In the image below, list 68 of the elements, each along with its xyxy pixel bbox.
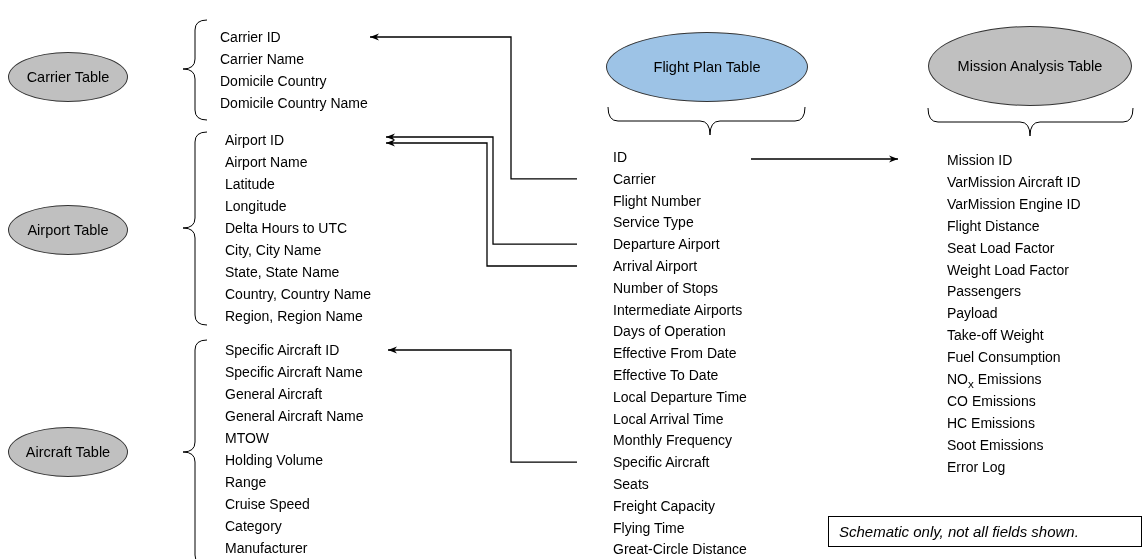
field-name: Specific Aircraft ID [225, 341, 388, 359]
field-name: Departure Airport [577, 235, 720, 254]
arrow [385, 133, 578, 245]
field-name: City, City Name [225, 241, 322, 259]
field-name: Local Departure Time [613, 387, 747, 406]
field-name: Delta Hours to UTC [225, 219, 348, 237]
field-name: Carrier [577, 169, 656, 188]
field-name: Fuel Consumption [947, 348, 1061, 367]
field-name: Flying Time [613, 518, 685, 537]
field-name: CO Emissions [947, 391, 1036, 410]
table-ellipse: Mission Analysis Table [928, 26, 1132, 106]
field-name: VarMission Aircraft ID [947, 172, 1081, 191]
field-name: Local Arrival Time [613, 409, 724, 428]
field-name: General Aircraft Name [225, 407, 364, 425]
field-name: Region, Region Name [225, 307, 363, 325]
field-name: Effective From Date [613, 344, 737, 363]
field-name: Flight Distance [947, 216, 1040, 235]
field-name: Arrival Airport [577, 257, 698, 275]
field-name: Specific Aircraft Name [225, 363, 363, 381]
arrow [385, 139, 578, 267]
field-name: Carrier Name [220, 50, 304, 68]
field-name: Longitude [225, 197, 287, 215]
field-name: Take-off Weight [947, 326, 1044, 345]
arrow [750, 155, 899, 163]
field-name: Domicile Country Name [220, 94, 368, 112]
field-name: Latitude [225, 175, 275, 193]
field-name: Monthly Frequency [613, 431, 733, 450]
field-name: Airport Name [225, 153, 308, 171]
field-name: General Aircraft [225, 385, 323, 403]
field-name: Holding Volume [225, 451, 324, 469]
table-ellipse: Carrier Table [8, 52, 128, 102]
field-name: State, State Name [225, 263, 340, 281]
field-name: Weight Load Factor [947, 260, 1069, 279]
field-name: Intermediate Airports [613, 300, 743, 319]
field-name: Soot Emissions [947, 435, 1044, 454]
field-name: Range [225, 473, 267, 491]
field-name: Domicile Country [220, 72, 327, 90]
field-name: MTOW [225, 429, 270, 447]
field-name: NO$_{x}$ Emissions [947, 370, 1042, 388]
field-name: Specific Aircraft [577, 453, 710, 472]
field-name: Number of Stops [613, 278, 719, 297]
field-name: Carrier ID [220, 28, 370, 46]
arrow [387, 346, 578, 463]
table-ellipse: Flight Plan Table [606, 32, 808, 102]
field-name: ID [613, 148, 627, 166]
note-box: Schematic only, not all fields shown. [828, 516, 1142, 547]
table-ellipse: Aircraft Table [8, 427, 128, 477]
field-name: Days of Operation [613, 322, 726, 341]
field-name: Mission ID [898, 151, 1013, 169]
field-name: Country, Country Name [225, 285, 371, 303]
field-name: Payload [947, 304, 998, 323]
field-name: Service Type [613, 213, 694, 232]
field-name: Cruise Speed [225, 495, 310, 513]
field-name: Manufacturer [225, 539, 308, 557]
table-ellipse: Airport Table [8, 205, 128, 255]
field-name: Category [225, 517, 282, 535]
field-name: Seat Load Factor [947, 238, 1055, 257]
field-name: Great-Circle Distance [613, 540, 747, 559]
field-name: HC Emissions [947, 413, 1035, 432]
field-name: Freight Capacity [613, 496, 715, 515]
field-name: Airport ID [225, 131, 386, 149]
field-name: Seats [613, 475, 649, 493]
field-name: Error Log [947, 457, 1006, 476]
field-name: VarMission Engine ID [947, 194, 1081, 213]
field-name: Passengers [947, 282, 1021, 301]
field-name: Flight Number [613, 191, 701, 210]
arrow [369, 33, 578, 180]
field-name: Effective To Date [613, 366, 719, 384]
